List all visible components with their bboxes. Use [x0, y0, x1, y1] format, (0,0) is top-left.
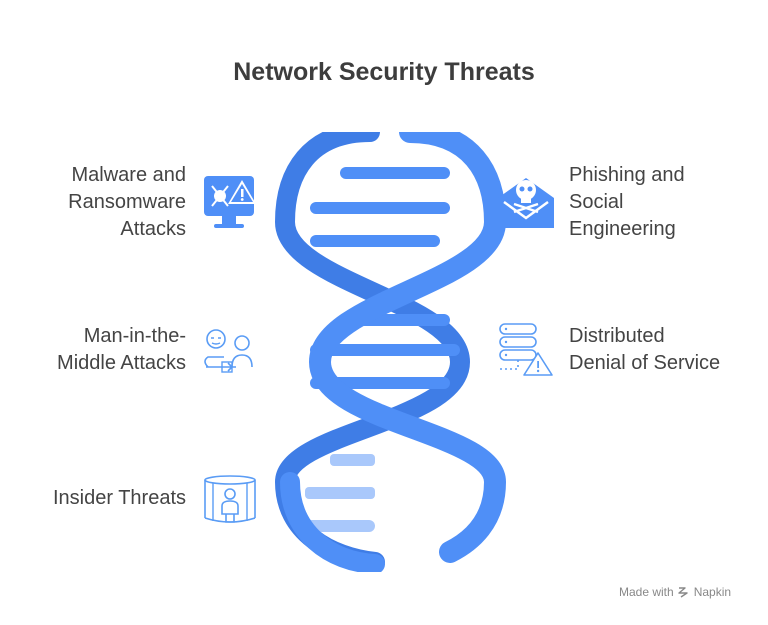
threat-label-phishing: Phishing and Social Engineering: [569, 164, 685, 240]
helix-front-strand: [308, 132, 507, 563]
footer-brand: Napkin: [693, 585, 732, 599]
helix-rung: [305, 520, 375, 532]
page-title: Network Security Threats: [233, 58, 535, 86]
napkin-logo-icon: [678, 587, 688, 598]
helix-rungs: [305, 167, 460, 532]
helix-rung: [310, 202, 450, 214]
helix-rung: [330, 454, 375, 466]
dna-helix-graphic: [274, 132, 507, 572]
threat-label-malware: Malware and Ransomware Attacks: [68, 164, 186, 240]
threat-label-insider: Insider Threats: [52, 487, 186, 509]
server-stack-warning-icon: [499, 323, 553, 376]
threat-label-ddos: Distributed Denial of Service: [569, 325, 721, 374]
person-in-cage-icon: [204, 475, 256, 523]
made-with-napkin-footer: Made with Napkin: [619, 585, 731, 599]
footer-made-with: Made with: [619, 585, 674, 599]
helix-rung: [310, 235, 440, 247]
people-intercept-icon: [204, 329, 253, 373]
helix-rung: [310, 344, 460, 356]
helix-front-strand-lower: [280, 472, 385, 572]
threat-label-mitm: Man-in-the- Middle Attacks: [57, 325, 186, 374]
virus-monitor-warning-icon: [204, 176, 256, 228]
helix-rung: [340, 167, 450, 179]
helix-rung: [305, 487, 375, 499]
skull-envelope-icon: [498, 178, 554, 228]
